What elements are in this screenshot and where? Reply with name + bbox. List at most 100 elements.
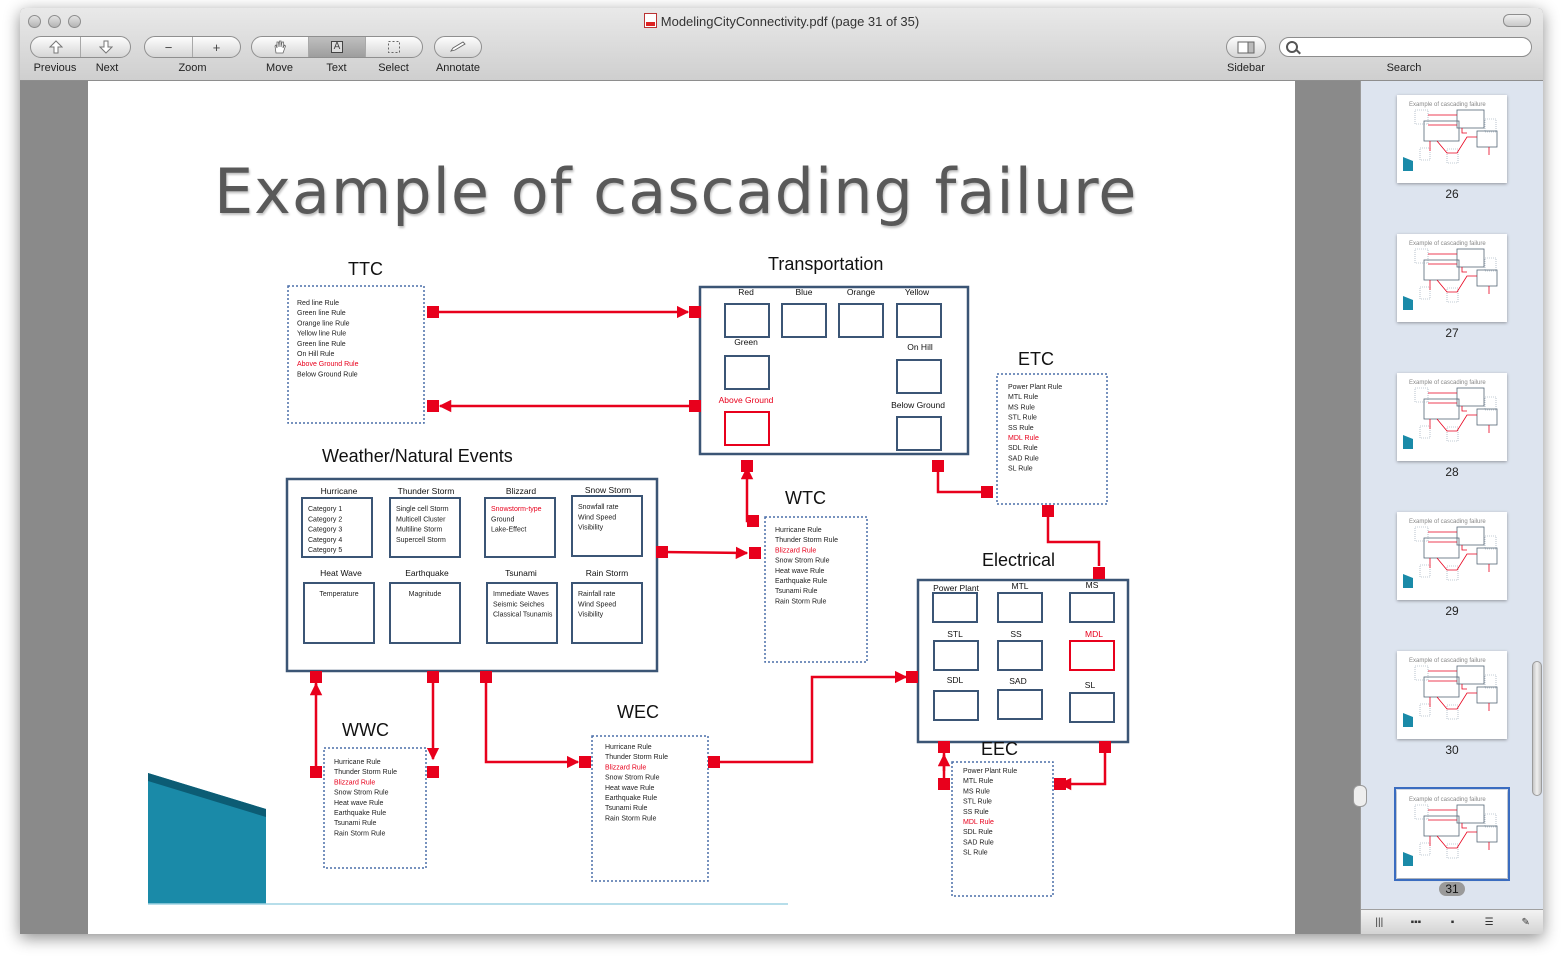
weather-item-text: Wind Speed [578, 601, 616, 608]
wec-to-electrical-arrow [714, 670, 908, 764]
thumbnail-page-number: 28 [1397, 465, 1507, 479]
transportation-node-label: Red [738, 287, 754, 297]
search-input[interactable] [1302, 40, 1526, 56]
toolbar: ModelingCityConnectivity.pdf (page 31 of… [20, 8, 1543, 81]
weather-group-box [484, 497, 556, 558]
zoom-out-button[interactable]: − [145, 37, 193, 57]
page-number-text: 30 [1445, 743, 1459, 757]
preview-window: ModelingCityConnectivity.pdf (page 31 of… [20, 8, 1543, 934]
annotation-pen-icon[interactable]: ✎ [1521, 916, 1530, 928]
plus-icon: + [212, 39, 221, 55]
weather-port [310, 671, 322, 683]
list-view-icon[interactable]: ☰ [1484, 916, 1494, 928]
previous-button[interactable] [31, 37, 81, 57]
electrical-node-label: STL [947, 629, 963, 639]
zoom-window-button[interactable] [68, 15, 81, 28]
wec-rule-text: Heat wave Rule [605, 785, 655, 792]
weather-group-label: Hurricane [321, 486, 358, 496]
eec-rule-text: SS Rule [963, 809, 989, 816]
weather-item-text: Category 2 [308, 516, 342, 523]
wtc-rule-text: Heat wave Rule [775, 568, 825, 575]
electrical-node [933, 690, 979, 721]
wwc-rule-text: Earthquake Rule [334, 810, 386, 817]
page-thumbnail[interactable]: Example of cascading failure [1397, 651, 1507, 739]
sidebar-scrollbar[interactable] [1532, 85, 1542, 905]
search-label: Search [1386, 62, 1422, 74]
weather-port [480, 671, 492, 683]
etc-to-electrical-line [1046, 507, 1101, 566]
text-label: Text [326, 62, 347, 74]
weather-item-text: Ground [491, 516, 514, 523]
next-button[interactable] [81, 37, 130, 57]
weather-item-text: Immediate Waves [493, 591, 549, 598]
text-tool-button[interactable]: A [309, 37, 366, 57]
wwc-rule-text: Thunder Storm Rule [334, 769, 397, 776]
close-window-button[interactable] [28, 15, 41, 28]
ttc-label: TTC [348, 259, 383, 279]
wec-rule-text: Blizzard Rule [605, 764, 646, 771]
move-label: Move [266, 62, 293, 74]
weather-group-label: Thunder Storm [398, 486, 455, 496]
weather-item-text: Lake-Effect [491, 527, 526, 534]
electrical-node-label: MDL [1085, 629, 1103, 639]
move-tool-button[interactable] [252, 37, 309, 57]
electrical-node [933, 640, 979, 671]
thumbnail-diagram-preview [1403, 526, 1498, 588]
weather-item-text: Category 5 [308, 547, 342, 554]
transportation-node [724, 411, 770, 446]
eec-rule-text: SDL Rule [963, 829, 993, 836]
single-view-icon[interactable]: ▪ [1450, 916, 1455, 928]
wwc-label: WWC [342, 720, 389, 740]
etc-rule-text: SS Rule [1008, 425, 1034, 432]
transportation-node-label: Above Ground [719, 395, 774, 405]
electrical-node-label: MS [1086, 580, 1099, 590]
ttc-rule-text: Green line Rule [297, 341, 346, 348]
transportation-node-label: Below Ground [891, 400, 945, 410]
electrical-node-label: SDL [947, 675, 964, 685]
transport-port [932, 460, 944, 472]
search-field[interactable] [1279, 37, 1532, 57]
etc-rule-text: Power Plant Rule [1008, 384, 1062, 391]
weather-group-box [303, 582, 375, 644]
electrical-node [1069, 640, 1115, 671]
scrollbar-thumb[interactable] [1532, 661, 1542, 796]
page-thumbnail[interactable]: Example of cascading failure [1397, 234, 1507, 322]
sidebar-resize-handle[interactable] [1353, 785, 1367, 807]
page-thumbnail[interactable]: Example of cascading failure [1397, 512, 1507, 600]
minimize-window-button[interactable] [48, 15, 61, 28]
wtc-rule-text: Rain Storm Rule [775, 598, 826, 605]
toolbar-toggle-button[interactable] [1503, 14, 1531, 27]
zoom-label: Zoom [178, 62, 207, 74]
arrow-down-icon [98, 40, 113, 54]
thumbnail-page-number: 27 [1397, 326, 1507, 340]
grid-view-icon[interactable]: ▪▪▪ [1410, 916, 1422, 928]
electrical-node-label: SL [1085, 680, 1096, 690]
electrical-node [997, 640, 1043, 671]
weather-group-label: Snow Storm [585, 485, 631, 495]
columns-view-icon[interactable]: ||| [1375, 916, 1384, 928]
weather-item-text: Visibility [578, 612, 604, 619]
page-number-text: 31 [1439, 882, 1465, 896]
zoom-segment: − + [144, 36, 241, 58]
electrical-label: Electrical [982, 550, 1055, 570]
electrical-port [1093, 567, 1105, 579]
zoom-in-button[interactable]: + [193, 37, 240, 57]
electrical-node [932, 592, 978, 623]
page-thumbnail[interactable]: Example of cascading failure [1397, 95, 1507, 183]
page-thumbnail[interactable]: Example of cascading failure [1394, 787, 1510, 881]
transport-to-etc-line [936, 466, 981, 494]
weather-item-text: Wind Speed [578, 514, 616, 521]
search-icon [1286, 41, 1298, 53]
annotate-button[interactable] [434, 36, 482, 58]
weather-group-label: Tsunami [505, 568, 537, 578]
wtc-rule-text: Hurricane Rule [775, 527, 822, 534]
weather-group-box [301, 497, 373, 558]
sidebar-toggle-button[interactable] [1226, 36, 1266, 58]
select-tool-button[interactable] [366, 37, 422, 57]
page-thumbnail[interactable]: Example of cascading failure [1397, 373, 1507, 461]
etc-rule-text: MTL Rule [1008, 394, 1038, 401]
text-select-icon: A [330, 41, 344, 53]
transportation-node [724, 303, 770, 338]
